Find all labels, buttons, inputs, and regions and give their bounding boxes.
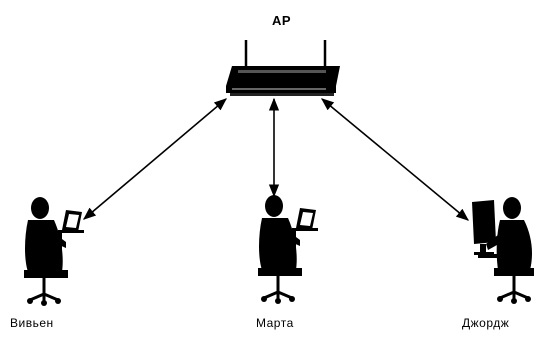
- client-label-vivien: Вивьен: [10, 316, 54, 330]
- wireless-access-point-icon: [226, 40, 340, 96]
- user-with-laptop-icon: [24, 197, 84, 306]
- link-ap-george: [322, 99, 468, 220]
- client-label-george: Джордж: [462, 316, 509, 330]
- access-point-label: AP: [272, 13, 291, 28]
- client-label-marta: Марта: [256, 316, 294, 330]
- user-with-laptop-icon: [258, 195, 318, 304]
- link-ap-vivien: [84, 99, 226, 219]
- user-at-desktop-icon: [472, 197, 534, 304]
